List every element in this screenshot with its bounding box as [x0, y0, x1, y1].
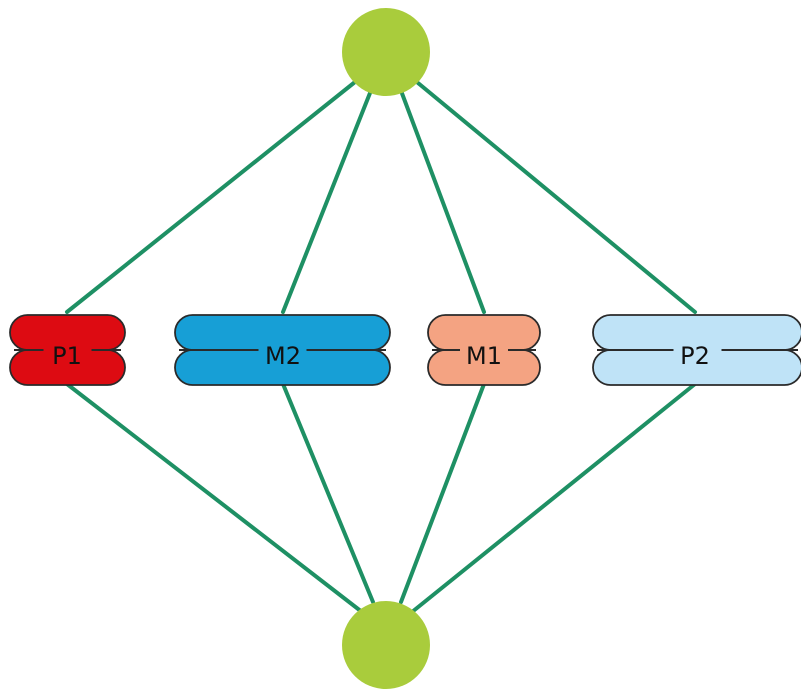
- chromosome-p1: P1: [9, 314, 126, 386]
- fiber-top-p2: [410, 76, 697, 314]
- label-backing: [258, 338, 307, 362]
- fiber-top-p1: [65, 76, 362, 314]
- chromosome-label-p1: P1: [52, 342, 82, 370]
- chromosome-label-p2: P2: [680, 342, 710, 370]
- label-backing: [460, 338, 508, 362]
- chromosome-m2: M2: [174, 314, 391, 386]
- fiber-top-m2: [281, 86, 374, 314]
- chromosome-p2: P2: [592, 314, 801, 386]
- spindle-pole-icon: [342, 8, 430, 96]
- spindle-pole-icon: [342, 601, 430, 689]
- label-backing: [673, 338, 722, 362]
- fiber-bottom-m1: [399, 382, 486, 604]
- chromosome-label-m1: M1: [466, 342, 502, 370]
- fiber-top-m1: [398, 86, 486, 314]
- fiber-bottom-p1: [65, 382, 364, 614]
- fiber-bottom-m2: [281, 382, 375, 604]
- fiber-bottom-p2: [410, 382, 697, 614]
- chromosome-m1: M1: [427, 314, 541, 386]
- label-backing: [43, 338, 92, 362]
- chromosome-label-m2: M2: [265, 342, 301, 370]
- spindle-fibers: [65, 76, 697, 614]
